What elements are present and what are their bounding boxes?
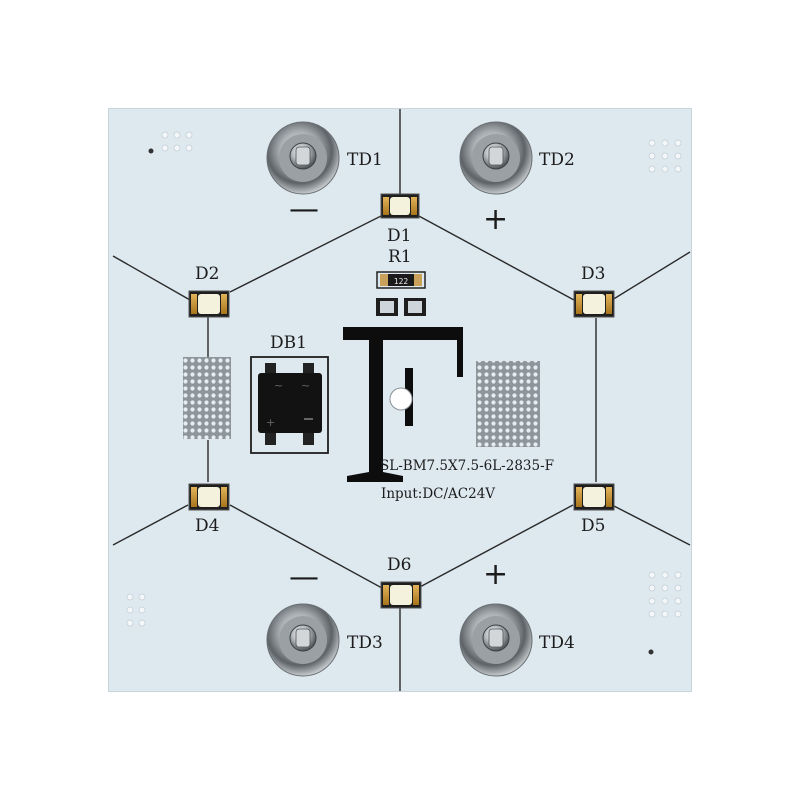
terminal-td4[interactable] xyxy=(459,603,533,677)
resistor-r1: 122 xyxy=(376,271,426,289)
thermal-pad-right xyxy=(476,361,540,447)
silkscreen-traces xyxy=(112,109,691,691)
ac-mark-icon: ~ xyxy=(301,379,310,392)
terminal-td4-label: TD4 xyxy=(539,633,575,653)
led-d6 xyxy=(380,581,422,609)
polarity-td2: + xyxy=(483,202,509,237)
terminal-td1-label: TD1 xyxy=(347,150,383,170)
led-d3 xyxy=(573,290,615,318)
led-d1-label: D1 xyxy=(387,226,412,246)
polarity-td1: — xyxy=(289,192,319,227)
plus-mark-icon: + xyxy=(266,416,275,429)
mounting-dot xyxy=(148,148,154,154)
led-d2 xyxy=(188,290,230,318)
terminal-td3[interactable] xyxy=(266,603,340,677)
resistor-marking: 122 xyxy=(394,277,409,286)
ac-mark-icon: ~ xyxy=(274,379,283,392)
model-number: SL-BM7.5X7.5-6L-2835-F xyxy=(380,458,555,474)
resistor-r1-label: R1 xyxy=(388,247,412,267)
polarity-td4: + xyxy=(483,557,509,592)
terminal-td3-label: TD3 xyxy=(347,633,383,653)
led-d6-label: D6 xyxy=(387,555,412,575)
mounting-hole xyxy=(389,387,413,411)
terminal-td2-label: TD2 xyxy=(539,150,575,170)
led-d4-label: D4 xyxy=(195,516,220,536)
bridge-db1-label: DB1 xyxy=(270,333,307,353)
led-d2-label: D2 xyxy=(195,264,220,284)
mounting-dot xyxy=(648,649,654,655)
led-d3-label: D3 xyxy=(581,264,606,284)
polarity-td3: — xyxy=(289,560,319,595)
resistor-pads xyxy=(376,298,426,316)
bridge-rectifier-db1: ~ ~ + xyxy=(250,356,329,454)
thermal-pad-left xyxy=(183,357,231,439)
terminal-td2[interactable] xyxy=(459,121,533,195)
input-rating: Input:DC/AC24V xyxy=(381,486,496,502)
led-d5 xyxy=(573,483,615,511)
via-dots xyxy=(126,131,682,627)
led-d5-label: D5 xyxy=(581,516,606,536)
led-d4 xyxy=(188,483,230,511)
led-d1 xyxy=(380,193,420,219)
terminal-td1[interactable] xyxy=(266,121,340,195)
minus-mark-icon xyxy=(304,418,313,420)
